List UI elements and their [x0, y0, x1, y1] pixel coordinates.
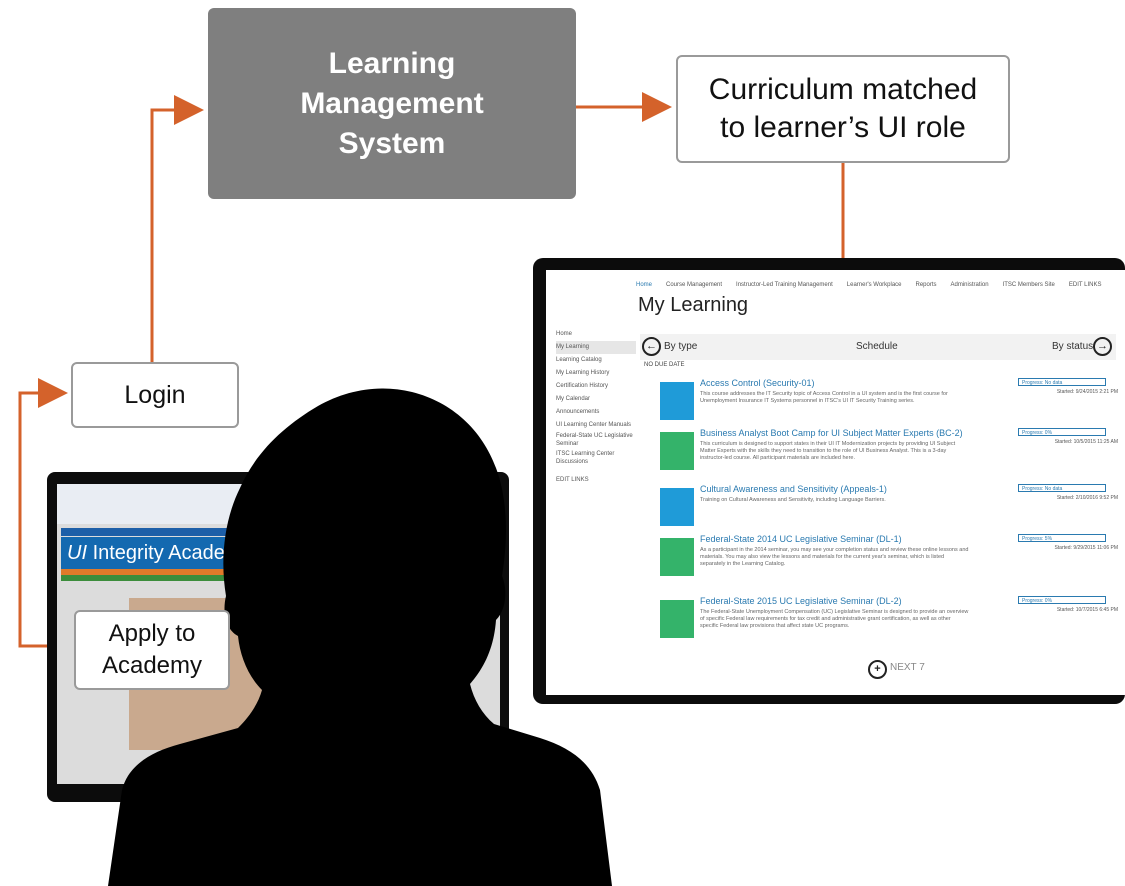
- curriculum-box: Curriculum matched to learner’s UI role: [676, 55, 1010, 163]
- arrow-left-icon[interactable]: ←: [642, 337, 661, 356]
- page-title: My Learning: [638, 294, 749, 316]
- list-item[interactable]: Cultural Awareness and Sensitivity (Appe…: [660, 484, 1120, 540]
- list-item[interactable]: Business Analyst Boot Camp for UI Subjec…: [660, 428, 1120, 484]
- lms-top-nav: Home Course Management Instructor-Led Trai…: [636, 282, 1116, 294]
- login-box: Login: [71, 362, 239, 428]
- course-description: This curriculum is designed to support s…: [700, 441, 956, 461]
- sidebar-item-my-learning[interactable]: My Learning: [556, 341, 636, 354]
- progress-badge: Progress: 5%: [1018, 534, 1106, 542]
- sidebar-item-discussions[interactable]: ITSC Learning Center Discussions: [556, 451, 615, 465]
- list-item[interactable]: Federal-State 2014 UC Legislative Semina…: [660, 534, 1120, 590]
- plus-icon[interactable]: +: [868, 660, 887, 679]
- course-title[interactable]: Cultural Awareness and Sensitivity (Appe…: [700, 484, 887, 494]
- apply-label: Apply to Academy: [101, 620, 203, 679]
- progress-badge: Progress: 0%: [1018, 596, 1106, 604]
- progress-badge: Progress: No data: [1018, 484, 1106, 492]
- nav-home[interactable]: Home: [636, 282, 653, 288]
- course-description: As a participant in the 2014 seminar, yo…: [700, 547, 969, 567]
- arrow-right-icon[interactable]: →: [1093, 337, 1112, 356]
- by-status-label[interactable]: By status: [1052, 341, 1094, 352]
- started-date: Started: 9/29/2015 11:06 PM: [1054, 545, 1118, 551]
- list-item[interactable]: Access Control (Security-01) This course…: [660, 378, 1120, 434]
- academy-title-rest: Integrity Academy: [92, 542, 252, 564]
- lms-box: Learning Management System: [208, 8, 576, 199]
- nav-learners-workplace[interactable]: Learner's Workplace: [846, 282, 902, 288]
- sidebar-item-calendar[interactable]: My Calendar: [556, 396, 591, 402]
- nav-course-management[interactable]: Course Management: [666, 282, 723, 288]
- arrow-login-to-lms: [150, 95, 204, 362]
- sidebar-item-learning-catalog[interactable]: Learning Catalog: [556, 357, 602, 363]
- started-date: Started: 10/7/2015 6:45 PM: [1056, 607, 1118, 613]
- started-date: Started: 9/24/2015 2:21 PM: [1056, 389, 1118, 395]
- nav-ilt-management[interactable]: Instructor-Led Training Management: [736, 282, 833, 288]
- computer-icon: [660, 382, 694, 420]
- curriculum-label: Curriculum matched to learner’s UI role: [708, 73, 978, 144]
- lms-label: Learning Management System: [300, 46, 484, 160]
- folder-icon: [660, 432, 694, 470]
- sidebar-item-learning-history[interactable]: My Learning History: [556, 370, 610, 376]
- course-title[interactable]: Access Control (Security-01): [700, 378, 815, 388]
- no-due-date-label: NO DUE DATE: [644, 362, 685, 368]
- course-title[interactable]: Federal-State 2014 UC Legislative Semina…: [700, 534, 902, 544]
- computer-icon: [660, 488, 694, 526]
- nav-reports[interactable]: Reports: [915, 282, 937, 288]
- course-description: Training on Cultural Awareness and Sensi…: [700, 497, 886, 503]
- course-description: The Federal-State Unemployment Compensat…: [700, 609, 969, 629]
- nav-itsc-members[interactable]: ITSC Members Site: [1002, 282, 1055, 288]
- list-item[interactable]: Federal-State 2015 UC Legislative Semina…: [660, 596, 1120, 652]
- academy-title: UI Integrity Academy: [67, 542, 252, 565]
- sidebar-item-certification-history[interactable]: Certification History: [556, 383, 609, 389]
- progress-badge: Progress: 0%: [1018, 428, 1106, 436]
- folder-icon: [660, 600, 694, 638]
- sidebar-item-legislative-seminar[interactable]: Federal-State UC Legislative Seminar: [556, 433, 633, 447]
- sidebar-item-manuals[interactable]: UI Learning Center Manuals: [556, 422, 632, 428]
- academy-title-prefix: UI: [67, 542, 87, 564]
- progress-badge: Progress: No data: [1018, 378, 1106, 386]
- sidebar-item-home[interactable]: Home: [556, 331, 573, 337]
- lms-screen: Home Course Management Instructor-Led Trai…: [546, 270, 1125, 695]
- started-date: Started: 10/5/2015 11:25 AM: [1054, 439, 1118, 445]
- login-label: Login: [124, 380, 186, 409]
- folder-icon: [660, 538, 694, 576]
- sidebar-edit-links[interactable]: EDIT LINKS: [556, 477, 589, 483]
- by-type-label[interactable]: By type: [664, 341, 698, 352]
- lms-sidebar: Home My Learning Learning Catalog My Lea…: [556, 328, 636, 487]
- schedule-bar: ← By type Schedule By status →: [640, 334, 1116, 360]
- schedule-label: Schedule: [856, 341, 898, 352]
- course-description: This course addresses the IT Security to…: [700, 391, 948, 404]
- apply-box: Apply to Academy: [74, 610, 230, 690]
- sidebar-item-announcements[interactable]: Announcements: [556, 409, 600, 415]
- course-title[interactable]: Business Analyst Boot Camp for UI Subjec…: [700, 428, 963, 438]
- course-title[interactable]: Federal-State 2015 UC Legislative Semina…: [700, 596, 902, 606]
- next-button[interactable]: NEXT 7: [890, 662, 925, 673]
- started-date: Started: 2/10/2016 9:52 PM: [1056, 495, 1118, 501]
- nav-administration[interactable]: Administration: [950, 282, 989, 288]
- nav-edit-links[interactable]: EDIT LINKS: [1068, 282, 1102, 288]
